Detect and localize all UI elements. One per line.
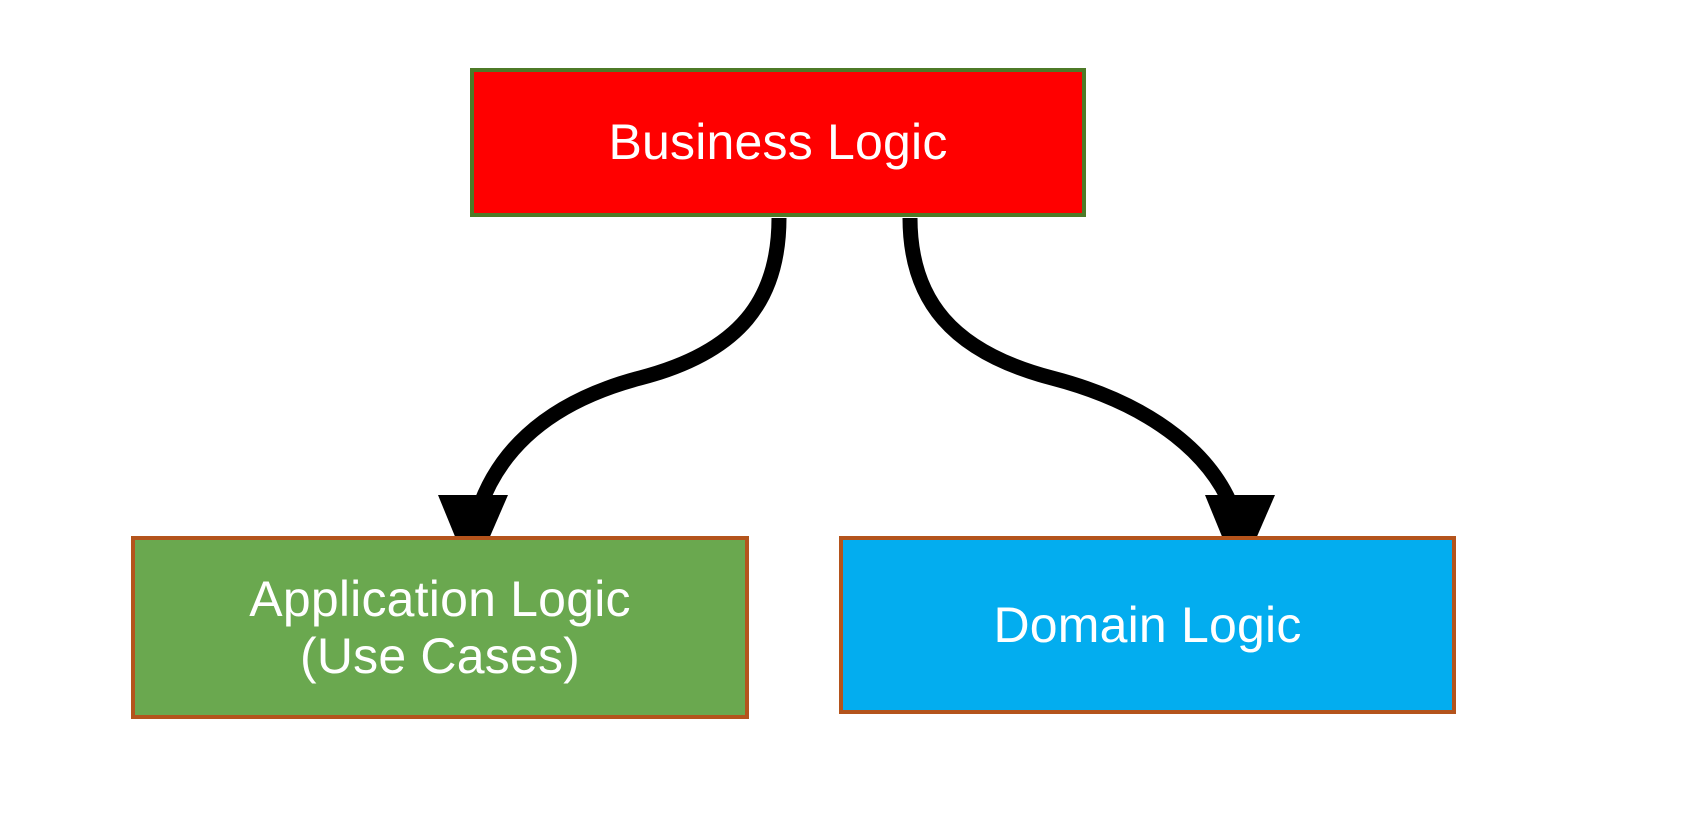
node-application-logic-label-line2: (Use Cases) (299, 627, 581, 684)
connector-business-to-domain-path (902, 217, 1247, 532)
connector-business-to-application (438, 217, 787, 578)
node-application-logic-label-line1: Application Logic (249, 570, 631, 627)
connector-business-to-application-path (465, 217, 787, 532)
node-application-logic[interactable]: Application Logic (Use Cases) (131, 536, 749, 719)
node-domain-logic[interactable]: Domain Logic (839, 536, 1456, 714)
connector-business-to-domain (902, 217, 1275, 578)
node-business-logic[interactable]: Business Logic (470, 68, 1086, 217)
node-business-logic-label: Business Logic (608, 114, 948, 170)
node-application-logic-label: Application Logic (Use Cases) (135, 571, 745, 685)
node-domain-logic-label: Domain Logic (993, 596, 1302, 653)
